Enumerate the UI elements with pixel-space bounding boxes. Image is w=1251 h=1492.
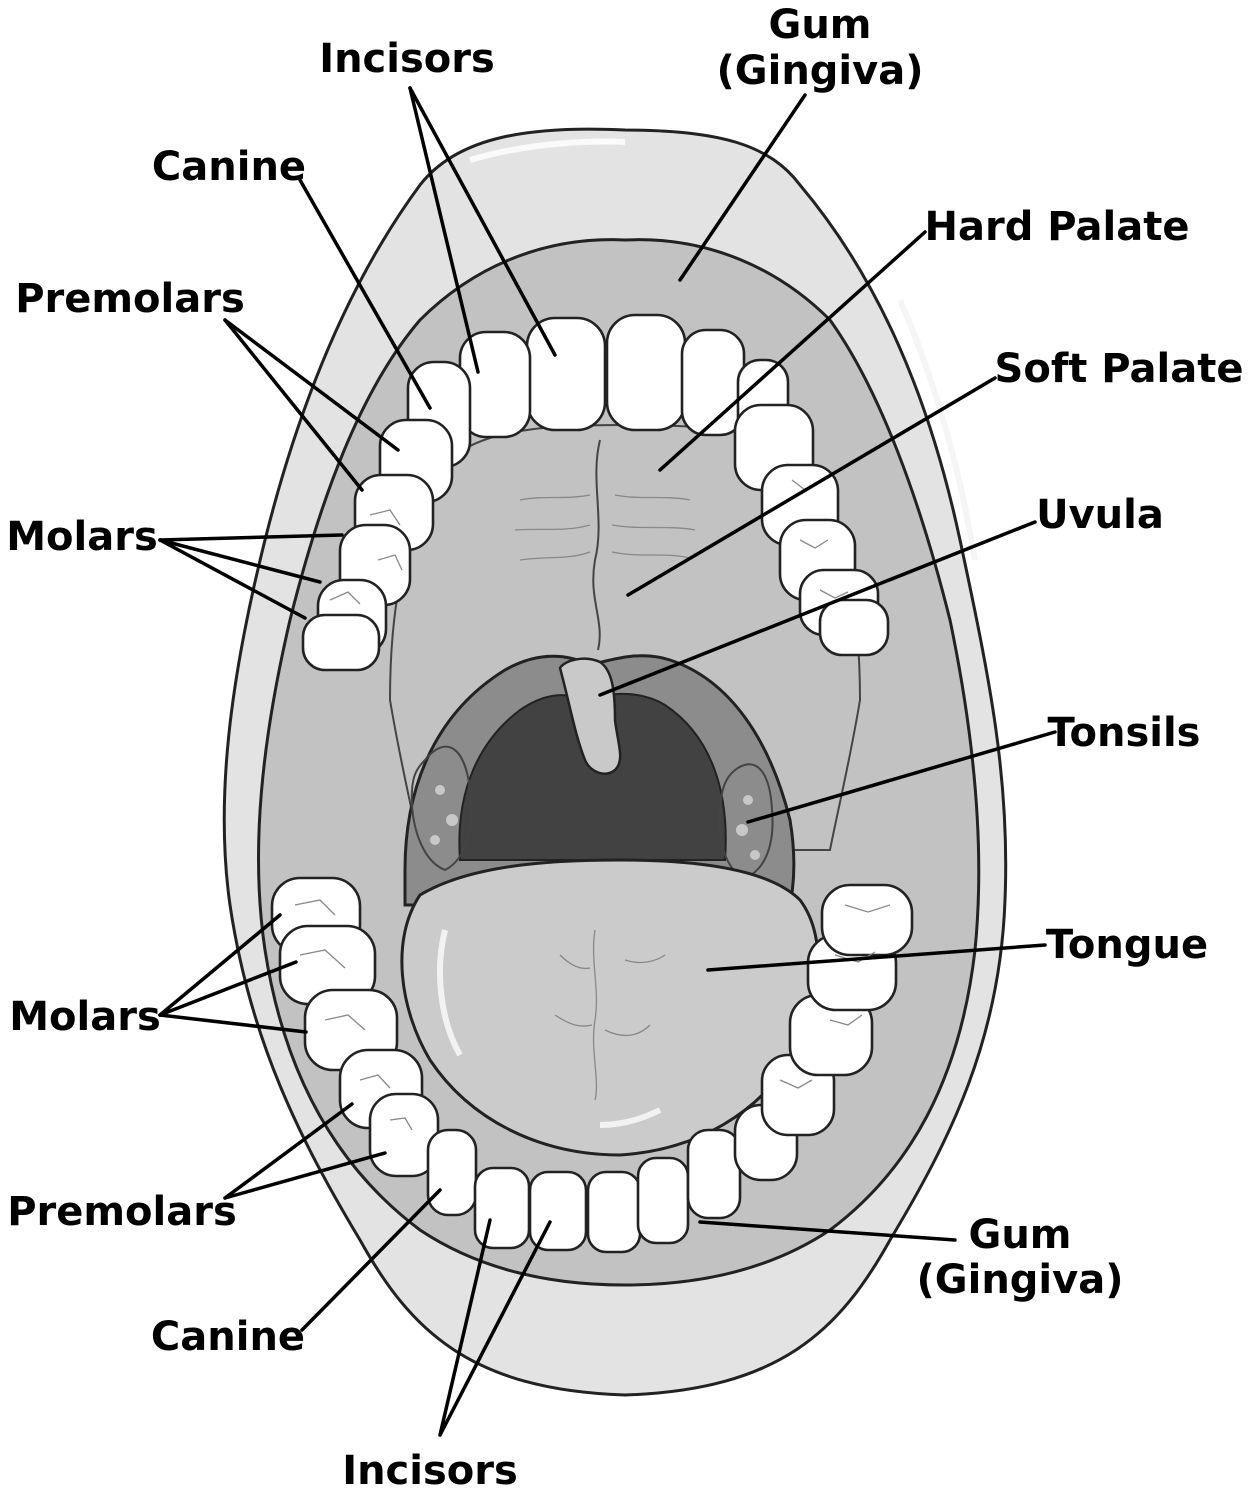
label-premolars-bottom: Premolars	[7, 1189, 237, 1235]
label-canine-top: Canine	[152, 144, 306, 190]
lower-incisor-3	[588, 1172, 640, 1252]
lower-molar-6	[822, 885, 912, 955]
upper-molar-3	[303, 615, 379, 670]
upper-molar-6	[820, 600, 888, 655]
label-gum-top-1: Gum	[769, 2, 872, 48]
upper-incisor-1	[527, 318, 605, 430]
label-uvula: Uvula	[1036, 492, 1164, 538]
label-hard-palate: Hard Palate	[925, 204, 1190, 250]
lower-canine-left	[428, 1130, 476, 1215]
label-gum-bottom-2: (Gingiva)	[917, 1257, 1124, 1303]
label-canine-bottom: Canine	[151, 1314, 305, 1360]
label-molars-bottom: Molars	[9, 994, 161, 1040]
lower-canine-right	[688, 1130, 740, 1218]
label-gum-bottom-1: Gum	[969, 1212, 1072, 1258]
label-incisors-top: Incisors	[319, 36, 495, 82]
label-soft-palate: Soft Palate	[995, 346, 1244, 392]
label-tongue: Tongue	[1046, 922, 1208, 968]
lower-incisor-2	[530, 1172, 586, 1250]
label-incisors-bottom: Incisors	[342, 1448, 518, 1492]
lower-incisor-4	[638, 1158, 688, 1243]
label-tonsils: Tonsils	[1048, 710, 1201, 756]
label-molars-top: Molars	[6, 514, 158, 560]
lower-incisor-1	[475, 1168, 529, 1248]
label-gum-top-2: (Gingiva)	[717, 48, 924, 94]
upper-incisor-2	[607, 315, 685, 430]
label-premolars-top: Premolars	[15, 276, 245, 322]
upper-incisor-4	[682, 330, 744, 435]
